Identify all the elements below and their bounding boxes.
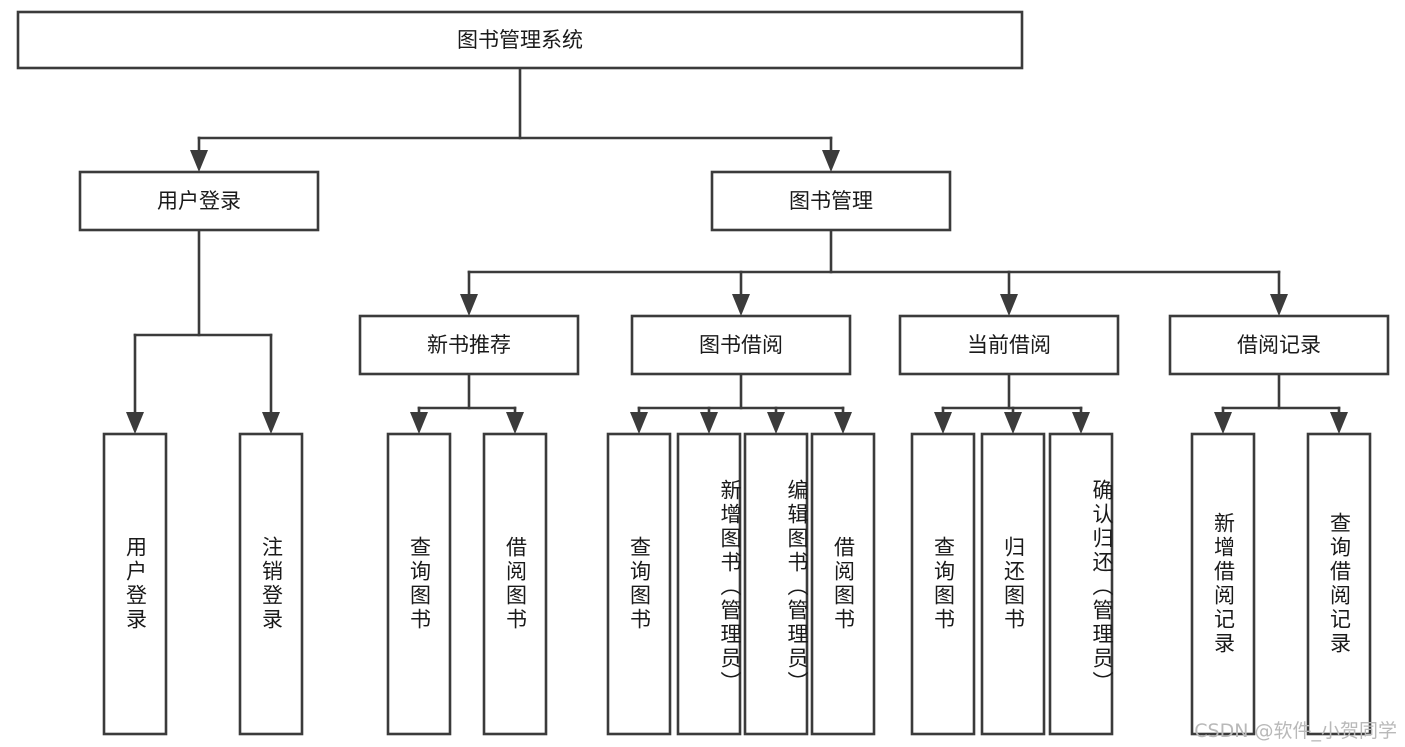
arrow-head-icon — [1000, 294, 1018, 316]
node-leaf-10[interactable] — [1048, 432, 1114, 736]
node-leaf-4[interactable] — [606, 432, 672, 736]
node-level2-label-1: 图书借阅 — [699, 333, 783, 357]
node-level2-label-2: 当前借阅 — [967, 333, 1051, 357]
arrow-head-icon — [190, 150, 208, 172]
node-leaf-8[interactable] — [910, 432, 976, 736]
node-level1-1[interactable] — [710, 170, 952, 232]
node-leaf-9[interactable] — [980, 432, 1046, 736]
node-root-label: 图书管理系统 — [457, 28, 583, 52]
node-root[interactable] — [16, 10, 1024, 70]
connector-layer — [126, 66, 1348, 434]
node-level2-label-0: 新书推荐 — [427, 333, 511, 357]
node-leaf-2[interactable] — [386, 432, 452, 736]
arrow-head-icon — [1330, 412, 1348, 434]
arrow-head-icon — [934, 412, 952, 434]
node-level1-0[interactable] — [78, 170, 320, 232]
arrow-head-icon — [630, 412, 648, 434]
node-leaf-3[interactable] — [482, 432, 548, 736]
node-box-layer — [16, 10, 1390, 736]
arrow-head-icon — [732, 294, 750, 316]
arrow-head-icon — [262, 412, 280, 434]
node-level1-label-0: 用户登录 — [157, 189, 241, 213]
arrow-head-icon — [1004, 412, 1022, 434]
node-leaf-7[interactable] — [810, 432, 876, 736]
arrow-head-icon — [410, 412, 428, 434]
node-leaf-5[interactable] — [676, 432, 742, 736]
arrow-head-icon — [126, 412, 144, 434]
arrow-head-icon — [700, 412, 718, 434]
arrow-head-icon — [506, 412, 524, 434]
node-leaf-11[interactable] — [1190, 432, 1256, 736]
watermark: CSDN @软件_小贺同学 — [1194, 720, 1397, 742]
node-leaf-1[interactable] — [238, 432, 304, 736]
node-level2-0[interactable] — [358, 314, 580, 376]
node-leaf-12[interactable] — [1306, 432, 1372, 736]
node-level2-3[interactable] — [1168, 314, 1390, 376]
node-leaf-6[interactable] — [743, 432, 809, 736]
arrow-head-icon — [1270, 294, 1288, 316]
node-level2-label-3: 借阅记录 — [1237, 333, 1321, 357]
arrow-head-icon — [822, 150, 840, 172]
node-level2-2[interactable] — [898, 314, 1120, 376]
arrow-head-icon — [1214, 412, 1232, 434]
node-level2-1[interactable] — [630, 314, 852, 376]
node-leaf-0[interactable] — [102, 432, 168, 736]
arrow-head-icon — [767, 412, 785, 434]
arrow-head-icon — [834, 412, 852, 434]
arrow-head-icon — [1072, 412, 1090, 434]
arrow-head-icon — [460, 294, 478, 316]
node-level1-label-1: 图书管理 — [789, 189, 873, 213]
